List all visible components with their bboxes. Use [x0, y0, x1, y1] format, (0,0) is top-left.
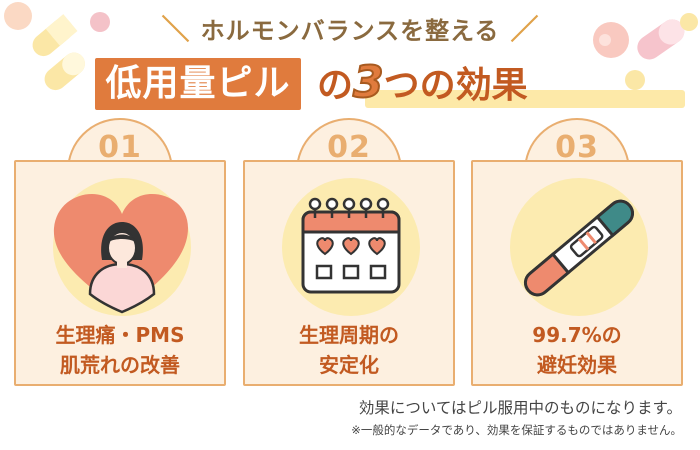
title-box: 低用量ピル	[95, 58, 301, 110]
title-suffix: つの効果	[383, 65, 528, 106]
pregnancy-test-icon	[523, 199, 635, 297]
card-label: 99.7%の 避妊効果	[473, 320, 681, 380]
slash-decoration-right: ／	[510, 13, 539, 46]
header-subtitle: ホルモンバランスを整える	[200, 16, 500, 45]
effect-card-1: 生理痛・PMS 肌荒れの改善	[14, 160, 226, 386]
card-number: 02	[327, 130, 371, 165]
woman-heart-icon	[53, 194, 188, 314]
footnote: 効果についてはピル服用中のものになります。	[358, 399, 682, 417]
header-subtitle-row: ＼ ホルモンバランスを整える ／	[0, 8, 700, 48]
card-label-line1: 生理痛・PMS	[55, 323, 185, 347]
slash-decoration-left: ＼	[161, 13, 190, 46]
calendar-hearts-icon	[301, 197, 401, 294]
title-boxed-text: 低用量ピル	[105, 63, 291, 104]
title-rest: の3つの効果	[317, 54, 528, 112]
effect-card-3: 99.7%の 避妊効果	[471, 160, 683, 386]
card-label-line2: 安定化	[319, 353, 379, 377]
title-number: 3	[352, 56, 385, 109]
card-label-line2: 肌荒れの改善	[60, 353, 180, 377]
card-label-line1: 生理周期の	[299, 323, 399, 347]
card-label: 生理痛・PMS 肌荒れの改善	[16, 320, 224, 380]
disclaimer: ※一般的なデータであり、効果を保証するものではありません。	[351, 423, 682, 437]
pill-decoration-right	[593, 13, 698, 90]
card-label-line1: 99.7%の	[532, 323, 622, 347]
card-label-line2: 避妊効果	[537, 353, 617, 377]
card-number: 01	[98, 130, 142, 165]
card-number: 03	[555, 130, 599, 165]
header-title: 低用量ピル の3つの効果	[95, 54, 685, 114]
pill-decoration-left	[4, 2, 110, 91]
title-highlight-bar	[365, 90, 685, 108]
card-label: 生理周期の 安定化	[245, 320, 453, 380]
effect-card-2: 生理周期の 安定化	[243, 160, 455, 386]
title-no: の	[317, 65, 354, 106]
